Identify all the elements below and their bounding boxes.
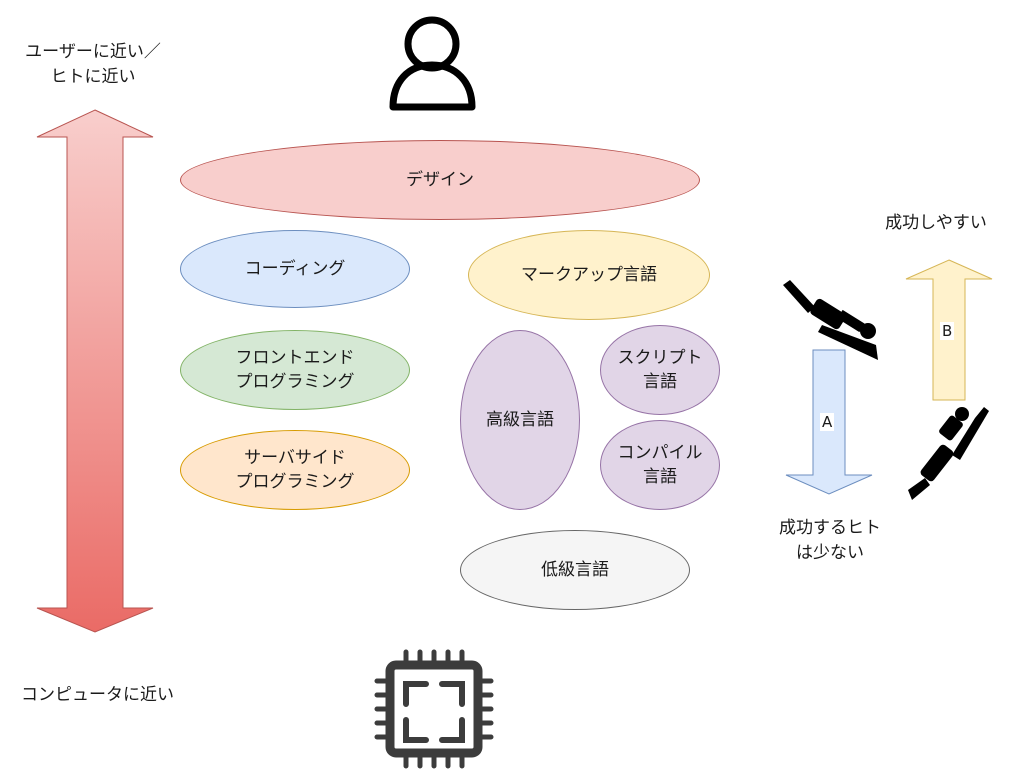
diver-descending-icon bbox=[783, 280, 878, 360]
layer-design: デザイン bbox=[180, 140, 700, 220]
arrow-b-label: B bbox=[940, 322, 955, 340]
layer-high-level: 高級言語 bbox=[460, 330, 580, 510]
diver-ascending-icon bbox=[908, 407, 989, 500]
user-icon bbox=[389, 16, 476, 111]
layer-frontend: フロントエンド プログラミング bbox=[180, 330, 410, 410]
layer-compile: コンパイル 言語 bbox=[600, 420, 720, 510]
layer-coding: コーディング bbox=[180, 230, 410, 308]
label-easy-success: 成功しやすい bbox=[885, 213, 987, 233]
label-user-near: ユーザーに近い／ ヒトに近い bbox=[25, 42, 161, 87]
arrow-a-label: A bbox=[820, 413, 835, 431]
layer-markup: マークアップ言語 bbox=[468, 230, 710, 320]
layer-script: スクリプト 言語 bbox=[600, 325, 720, 415]
layer-low-level: 低級言語 bbox=[460, 530, 690, 610]
label-computer-near: コンピュータに近い bbox=[21, 685, 174, 705]
human-computer-scale-arrow bbox=[36, 109, 154, 633]
layer-serverside: サーバサイド プログラミング bbox=[180, 430, 410, 510]
cpu-chip-icon bbox=[374, 649, 494, 769]
label-few-succeed: 成功するヒト は少ない bbox=[779, 518, 881, 563]
